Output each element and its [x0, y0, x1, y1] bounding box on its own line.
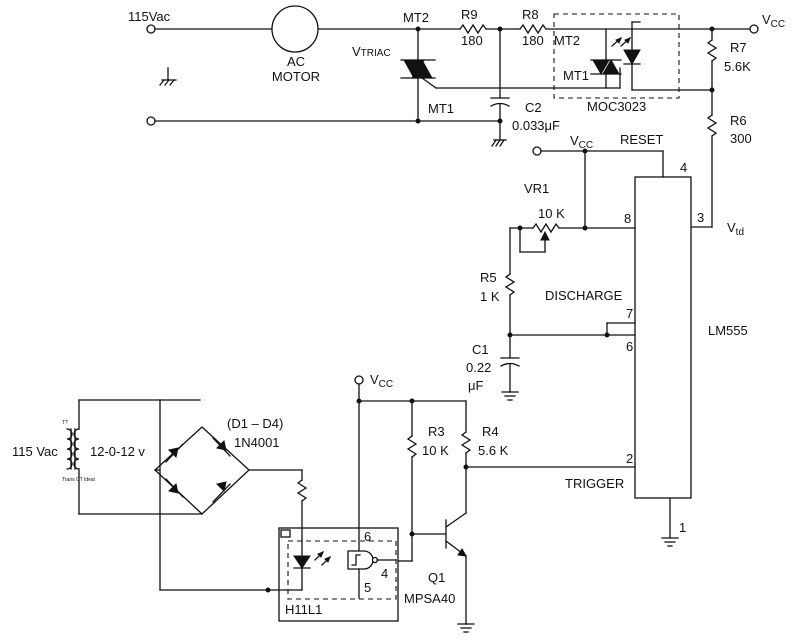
r9-resistor [459, 23, 487, 35]
pin4-label: 4 [680, 160, 687, 175]
transformer [66, 399, 203, 515]
r7-resistor [706, 28, 718, 116]
lm555-label: LM555 [708, 323, 748, 338]
c1-value: 0.22 [466, 360, 491, 375]
motor-label: AC [287, 54, 305, 69]
r8-label: R8 [522, 7, 539, 22]
transformer-name: Trans CT Ideal [62, 477, 95, 483]
vcc-reset-wires [532, 146, 664, 231]
moc3023-label: MOC3023 [587, 99, 646, 114]
diodes-label: (D1 – D4) [227, 416, 283, 431]
c1-label: C1 [472, 342, 489, 357]
r3-label: R3 [428, 424, 445, 439]
vtriac-label: VTRIAC [352, 44, 391, 59]
h11l1-pin4: 4 [381, 566, 388, 581]
r5-value: 1 K [480, 289, 500, 304]
c2-label: C2 [525, 100, 542, 115]
vr1-value: 10 K [538, 206, 565, 221]
opto-mt1-label: MT1 [563, 68, 589, 83]
pin1-label: 1 [679, 520, 686, 535]
trigger-label: TRIGGER [565, 476, 624, 491]
q1-transistor [445, 512, 475, 633]
r3-value: 10 K [422, 443, 449, 458]
reset-label: RESET [620, 132, 663, 147]
r3-resistor [406, 400, 447, 562]
lm555-ic [634, 176, 692, 499]
pin2-label: 2 [626, 451, 633, 466]
c2-capacitor [490, 28, 510, 147]
transformer-ref: T? [62, 420, 68, 426]
chassis-ground-icon [159, 67, 177, 86]
r5-label: R5 [480, 270, 497, 285]
triac-symbol [400, 28, 621, 122]
r7-label: R7 [730, 40, 747, 55]
r4-value: 5.6 K [478, 443, 509, 458]
discharge-wires [507, 322, 636, 338]
r8-value: 180 [522, 33, 544, 48]
ac-line-wires [146, 24, 759, 126]
opto-mt2-label: MT2 [554, 33, 580, 48]
vcc-low-label: VCC [370, 372, 393, 390]
c1-unit: μF [468, 378, 483, 393]
r6-label: R6 [730, 113, 747, 128]
h11l1-pin5: 5 [364, 580, 371, 595]
vr1-label: VR1 [524, 181, 549, 196]
vcc-low-wires [354, 375, 467, 529]
r9-value: 180 [461, 33, 483, 48]
ground-icon [661, 497, 679, 547]
r6-resistor [690, 114, 718, 228]
triac-mt1-label: MT1 [428, 101, 454, 116]
diode-part-label: 1N4001 [234, 435, 280, 450]
r8-resistor [519, 23, 547, 35]
pin6-label: 6 [626, 339, 633, 354]
pin7-label: 7 [626, 306, 633, 321]
vcc-mid-label: VCC [570, 133, 593, 151]
q1-part: MPSA40 [404, 591, 455, 606]
discharge-label: DISCHARGE [545, 288, 623, 303]
moc3023-optocoupler [553, 13, 713, 99]
transformer-output-label: 12-0-12 v [90, 444, 145, 459]
ac-motor [271, 5, 319, 53]
q1-label: Q1 [428, 570, 445, 585]
motor-label-2: MOTOR [272, 69, 320, 84]
h11l1-pin6: 6 [364, 529, 371, 544]
c2-value: 0.033μF [512, 118, 560, 133]
triac-mt2-label: MT2 [403, 10, 429, 25]
transformer-input-label: 115 Vac [12, 444, 58, 459]
vr1-potentiometer [509, 222, 560, 253]
r5-resistor [504, 227, 516, 359]
r9-label: R9 [461, 7, 478, 22]
h11l1-label: H11L1 [285, 602, 322, 617]
vcc-top-label: VCC [762, 12, 785, 30]
ac-input-label: 115Vac [128, 9, 171, 24]
r7-value: 5.6K [724, 59, 751, 74]
pin3-label: 3 [697, 210, 704, 225]
c1-capacitor [500, 357, 520, 401]
r4-resistor [460, 400, 472, 514]
h11l1-optocoupler [278, 527, 413, 622]
vtd-label: Vtd [727, 220, 744, 238]
r6-value: 300 [730, 131, 752, 146]
junction-dot [709, 87, 715, 93]
bridge-rectifier [154, 399, 308, 593]
r4-label: R4 [482, 424, 499, 439]
pin8-label: 8 [624, 211, 631, 226]
